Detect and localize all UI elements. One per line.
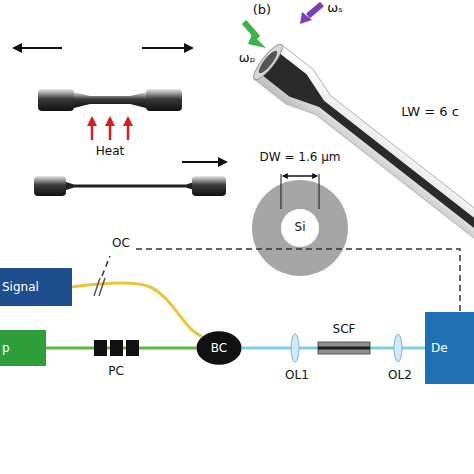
node-text: BC bbox=[211, 341, 227, 355]
tapered-fiber bbox=[250, 41, 474, 276]
reference-line bbox=[102, 249, 460, 312]
waist-length: LW = 6 c bbox=[401, 105, 459, 119]
pull-arrows bbox=[14, 48, 226, 162]
signal-frequency: ωₛ bbox=[327, 1, 343, 15]
core-material: Si bbox=[295, 221, 306, 234]
fiber-before bbox=[38, 89, 182, 111]
node-text: Signal bbox=[2, 280, 39, 294]
lens bbox=[291, 334, 299, 362]
silicon-core-fiber bbox=[318, 342, 370, 354]
signal-laser: Signal bbox=[0, 268, 72, 306]
heat-label: Heat bbox=[96, 145, 124, 158]
signal-fiber bbox=[72, 283, 202, 336]
waist-diameter: DW = 1.6 μm bbox=[259, 151, 340, 164]
node-text: De bbox=[431, 341, 448, 355]
lens bbox=[394, 334, 402, 362]
detector: De bbox=[425, 312, 474, 384]
fiber-after bbox=[34, 176, 226, 196]
lens-label: OL1 bbox=[285, 369, 309, 382]
polarization-controller bbox=[94, 340, 139, 356]
panel-label: (b) bbox=[253, 3, 271, 17]
chopper-label: OC bbox=[112, 237, 130, 250]
fiber-label: SCF bbox=[333, 323, 356, 336]
pc-label: PC bbox=[108, 365, 124, 378]
pump-frequency: ωₚ bbox=[239, 51, 255, 65]
lens-label: OL2 bbox=[388, 369, 412, 382]
cross-section bbox=[252, 174, 348, 276]
node-text: p bbox=[2, 341, 10, 355]
heat-arrows bbox=[92, 118, 128, 140]
optical-chopper bbox=[94, 278, 105, 296]
beam-combiner: BC bbox=[196, 331, 242, 365]
pump-laser: p bbox=[0, 330, 46, 366]
